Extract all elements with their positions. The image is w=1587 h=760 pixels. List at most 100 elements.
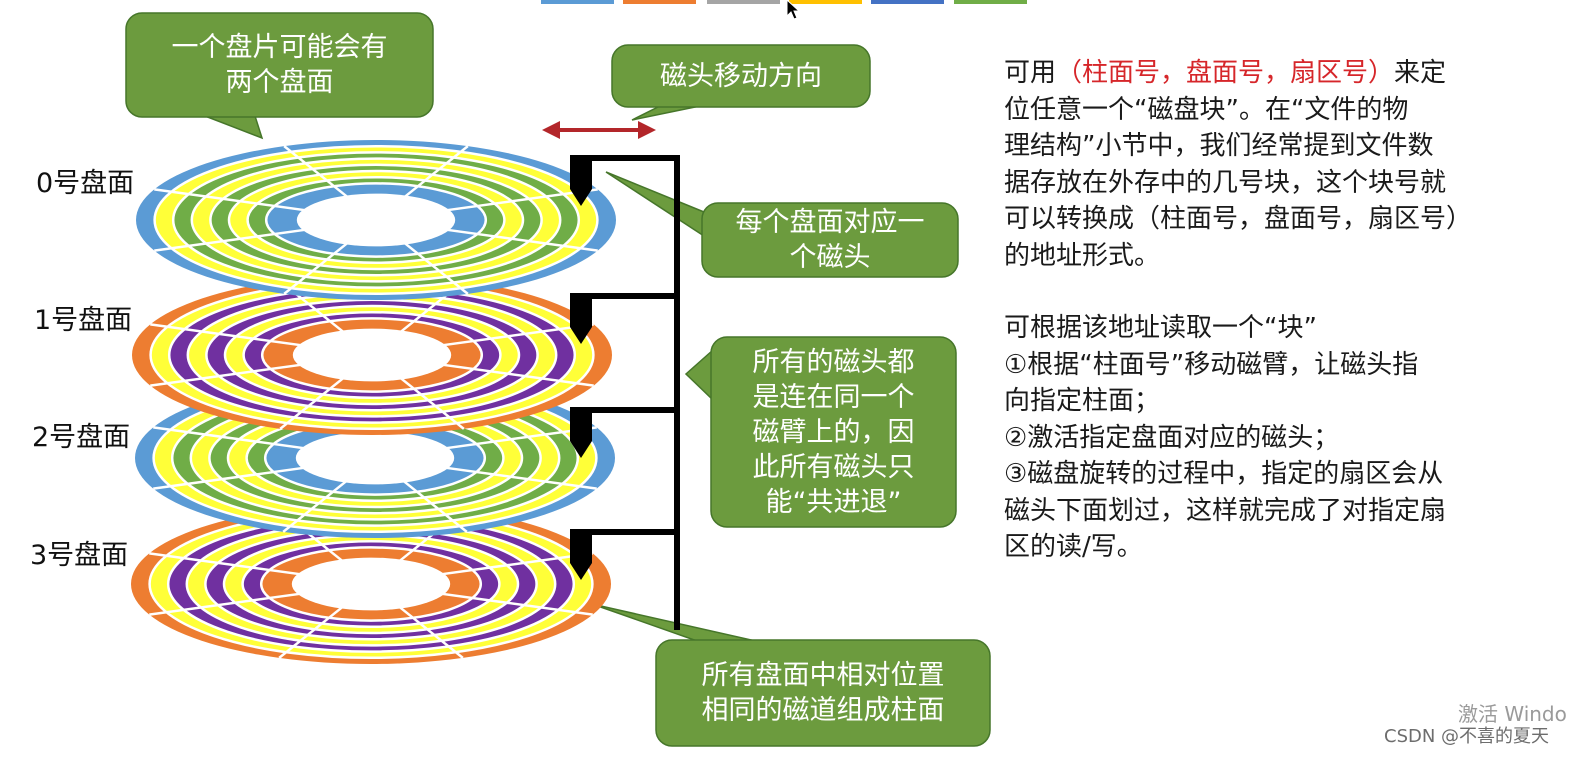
head-tip-2 — [570, 441, 592, 458]
callout-head-direction-bubble — [611, 44, 871, 108]
read-write-head-2 — [570, 407, 592, 441]
sector-divider — [278, 605, 345, 659]
callout-cylinder-line-2: 相同的磁道组成柱面 — [701, 695, 945, 726]
callout-same-arm-bubble — [710, 336, 957, 528]
callout-cylinder-line-1: 所有盘面中相对位置 — [701, 660, 945, 691]
platter-3 — [131, 504, 611, 664]
platter-1 — [132, 275, 612, 435]
spindle-hole — [295, 431, 455, 485]
callout-same-arm-bubble-tail — [684, 348, 714, 402]
sector-divider — [438, 323, 594, 348]
read-steps-line: ①根据“柱面号”移动磁臂，让磁头指 — [1004, 349, 1419, 380]
sector-divider — [438, 362, 594, 387]
platter-label-2: 2号盘面 — [32, 422, 131, 453]
sector-divider — [150, 362, 306, 387]
sector-divider — [442, 188, 598, 213]
disk-structure-diagram — [125, 12, 991, 747]
explanation-line: 理结构”小节中，我们经常提到文件数 — [1004, 131, 1434, 161]
mouse-cursor-icon — [786, 0, 801, 20]
explanation-line: 可以转换成（柱面号，盘面号，扇区号） — [1004, 204, 1473, 234]
callout-two-surfaces-line-1: 一个盘片可能会有 — [171, 32, 388, 63]
sector-divider — [397, 605, 464, 659]
spindle-hole — [292, 328, 452, 382]
top-tab-3[interactable] — [707, 0, 780, 4]
track-gap — [246, 175, 506, 265]
explanation-text: 可用（柱面号，盘面号，扇区号）来定 位任意一个“磁盘块”。在“文件的物 理结构”… — [1004, 55, 1564, 566]
sector-divider — [154, 188, 310, 213]
platter-0 — [136, 140, 616, 300]
sector-divider — [402, 241, 469, 295]
arm-spine — [674, 158, 680, 630]
top-tab-6[interactable] — [954, 0, 1027, 4]
spindle-hole — [291, 557, 451, 611]
callout-same-arm-line-3: 磁臂上的，因 — [752, 416, 915, 448]
callout-same-arm-line-2: 是连在同一个 — [752, 381, 915, 413]
sector-divider — [149, 552, 305, 577]
arm-branch-1 — [576, 293, 680, 299]
track-gap — [241, 539, 501, 629]
disk-arm — [570, 155, 680, 630]
explanation-line: 据存放在外存中的几号块，这个块号就 — [1004, 167, 1447, 198]
explanation-line: 位任意一个“磁盘块”。在“文件的物 — [1004, 94, 1409, 125]
sector-divider — [283, 241, 350, 295]
track-gap — [171, 151, 581, 289]
sector-divider — [283, 145, 350, 199]
head-tip-1 — [570, 327, 592, 344]
callout-head-direction: 磁头移动方向 — [612, 45, 870, 107]
read-write-head-1 — [570, 293, 592, 327]
csdn-watermark: CSDN @不喜的夏天 — [1384, 726, 1550, 747]
track-gap — [190, 157, 562, 283]
read-steps-line: ③磁盘旋转的过程中，指定的扇区会从 — [1004, 459, 1444, 489]
sector-divider — [437, 552, 593, 577]
callout-cylinder: 所有盘面中相对位置 相同的磁道组成柱面 — [656, 640, 990, 746]
arm-branch-0 — [576, 155, 680, 161]
read-steps-line: ②激活指定盘面对应的磁头； — [1004, 422, 1340, 453]
callout-same-arm-line-5: 能“共进退” — [765, 486, 902, 518]
arrow-right-head — [638, 121, 656, 139]
top-tab-5[interactable] — [871, 0, 944, 4]
head-direction-arrow — [542, 121, 656, 139]
read-steps-line: 区的读/写。 — [1004, 532, 1143, 562]
track-gap — [242, 310, 502, 400]
sector-divider — [282, 479, 349, 533]
arm-branch-3 — [576, 529, 680, 535]
callout-same-arm-line-4: 此所有磁头只 — [752, 451, 915, 483]
arrow-left-head — [542, 121, 560, 139]
sector-divider — [401, 479, 468, 533]
sector-divider — [279, 376, 346, 430]
sector-divider — [437, 591, 593, 616]
callout-one-head-bubble-tail — [605, 171, 705, 238]
explanation-line-1: 可用（柱面号，盘面号，扇区号）来定 — [1004, 55, 1564, 92]
arm-branch-2 — [576, 407, 680, 413]
track-gap — [227, 169, 525, 271]
read-steps-line: 磁头下面划过，这样就完成了对指定扇 — [1004, 495, 1447, 526]
paragraph-gap — [1004, 274, 1564, 310]
callout-head-direction-line-1: 磁头移动方向 — [660, 60, 822, 92]
spindle-hole — [296, 193, 456, 247]
explanation-line: 的地址形式。 — [1004, 240, 1161, 271]
platter-label-1: 1号盘面 — [34, 305, 133, 336]
head-tip-0 — [570, 189, 592, 206]
callout-shapes — [125, 12, 991, 747]
track-gap — [209, 163, 543, 277]
windows-activation-watermark: 激活 Windo — [1458, 702, 1567, 726]
sector-divider — [149, 591, 305, 616]
top-tab-4[interactable] — [789, 0, 862, 4]
explanation-line-1-pre: 可用 — [1004, 58, 1057, 88]
top-tab-2[interactable] — [623, 0, 696, 4]
read-write-head-3 — [570, 529, 592, 563]
sector-divider — [150, 323, 306, 348]
platter-label-0: 0号盘面 — [36, 168, 135, 199]
callout-two-surfaces-bubble — [125, 12, 434, 118]
sector-divider — [402, 145, 469, 199]
top-tab-1[interactable] — [541, 0, 614, 4]
track-gap — [153, 144, 599, 296]
read-steps-line: 向指定柱面； — [1004, 386, 1161, 416]
sector-divider — [154, 227, 310, 252]
track-gap — [223, 304, 521, 406]
sector-divider — [442, 227, 598, 252]
platter-label-3: 3号盘面 — [30, 540, 129, 571]
callout-one-head-line-2: 个磁头 — [789, 242, 871, 273]
platter-stack — [131, 140, 616, 664]
sector-divider — [153, 426, 309, 451]
